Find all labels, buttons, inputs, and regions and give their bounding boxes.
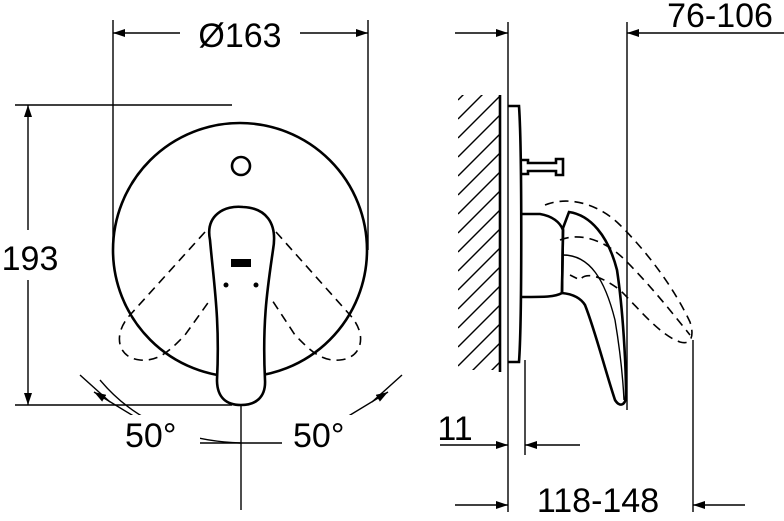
- height-label: 193: [2, 240, 59, 278]
- hatch-line: [458, 209, 500, 253]
- angle-right-label: 50°: [293, 417, 344, 455]
- angle-extension-left: [79, 374, 111, 403]
- handle-contour: [562, 254, 625, 401]
- lever-handle: [207, 205, 276, 407]
- hatch-line: [458, 304, 500, 348]
- hatch-line: [472, 342, 500, 370]
- handle-rotated-right: [271, 231, 362, 361]
- hatch-line: [458, 190, 500, 234]
- diverter-knob: [230, 155, 252, 177]
- angle-extension-right: [371, 374, 403, 403]
- handle-indicator: [231, 259, 251, 267]
- hatch-line: [458, 285, 500, 329]
- angle-left-label: 50°: [125, 417, 176, 455]
- handle-rotated-up: [544, 200, 693, 344]
- handle-dot: [253, 282, 259, 288]
- hatch-line: [458, 95, 464, 101]
- cover-plate-side: [508, 104, 523, 364]
- front-view: Ø163 193 50° 50°: [0, 17, 403, 510]
- handle-dot: [223, 282, 229, 288]
- depth-label: 118-148: [537, 482, 659, 520]
- handle-rotated-contour: [559, 236, 691, 336]
- diverter-knob-side: [522, 157, 565, 177]
- hatch-line: [458, 133, 500, 177]
- hatch-line: [491, 361, 500, 370]
- hatch-line: [458, 266, 500, 310]
- hatch-line: [458, 114, 500, 158]
- hatch-line: [458, 95, 500, 139]
- projection-label: 76-106: [667, 0, 773, 35]
- hatch-line: [458, 228, 500, 272]
- hatch-line: [458, 171, 500, 215]
- lever-handle-side: [560, 210, 628, 406]
- diameter-label: Ø163: [198, 17, 281, 55]
- wall-hatching: [458, 95, 500, 370]
- valve-body: [521, 212, 565, 299]
- plate-label: 11: [437, 410, 472, 448]
- side-view: 76-106 11 118-148: [437, 0, 784, 520]
- hatch-line: [458, 152, 500, 196]
- hatch-line: [458, 247, 500, 291]
- hatch-line: [458, 323, 500, 367]
- handle-rotated-left: [118, 231, 211, 361]
- hatch-line: [458, 95, 483, 120]
